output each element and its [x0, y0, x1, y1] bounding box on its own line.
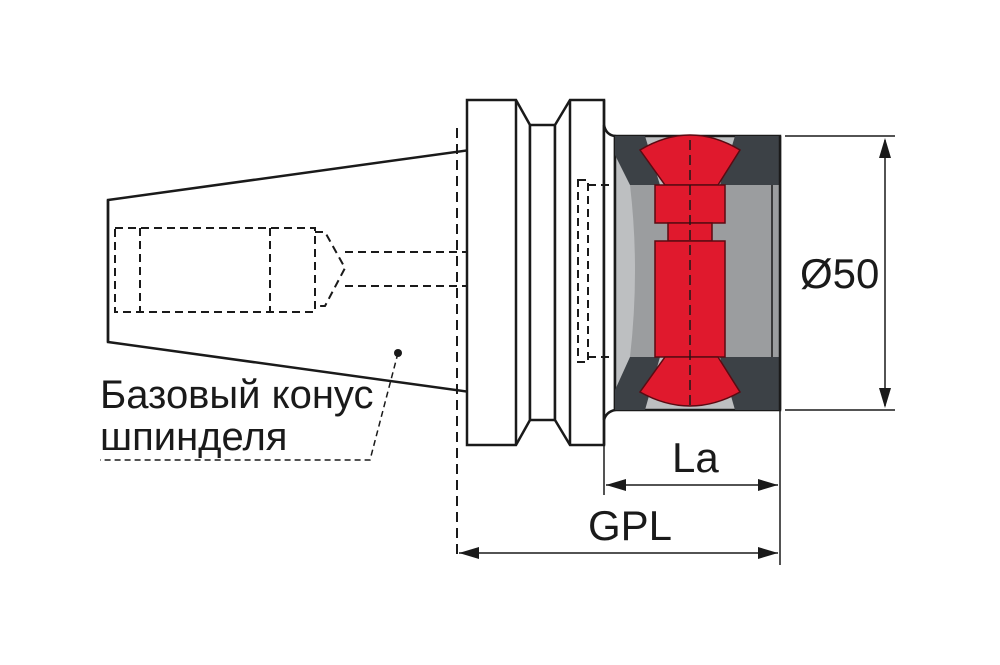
flange-hidden-lines: [577, 179, 630, 363]
holder-flange: [465, 98, 617, 447]
gpl-dimension: [459, 547, 778, 559]
gpl-label: GPL: [588, 502, 672, 549]
callout-leader: [100, 349, 402, 461]
callout-line-2: шпинделя: [100, 415, 287, 459]
diameter-label: Ø50: [800, 250, 879, 297]
la-dimension: [603, 410, 781, 565]
diameter-dimension: [785, 135, 895, 411]
callout-line-1: Базовый конус: [100, 373, 373, 417]
la-label: La: [672, 434, 719, 481]
spindle-taper: [106, 148, 472, 394]
